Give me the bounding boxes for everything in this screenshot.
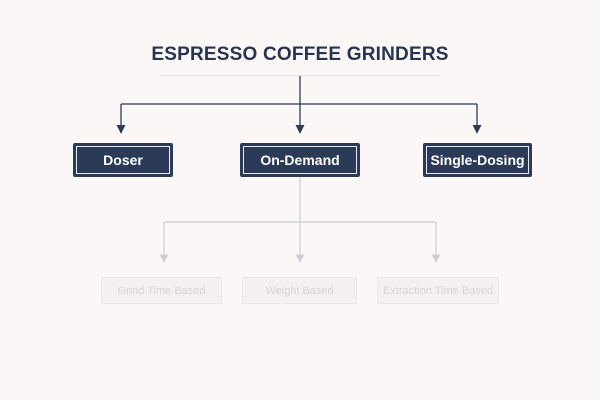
node-on-demand: On-Demand [240, 143, 360, 177]
top-connectors [116, 76, 482, 134]
diagram-title: ESPRESSO COFFEE GRINDERS [151, 44, 449, 65]
subnode-grind-time-label: Grind Time Based [117, 284, 206, 297]
subnode-extraction-time-based: Extraction Time Based [377, 277, 499, 304]
node-single-dosing: Single-Dosing [423, 143, 532, 177]
subnode-weight-based: Weight Based [242, 277, 357, 304]
subnode-extraction-time-label: Extraction Time Based [382, 284, 494, 297]
node-doser-label: Doser [103, 152, 143, 168]
subnode-weight-label: Weight Based [265, 284, 334, 297]
node-doser: Doser [73, 143, 173, 177]
subnode-grind-time-based: Grind Time Based [101, 277, 222, 304]
title-divider [160, 75, 440, 76]
node-on-demand-label: On-Demand [260, 152, 340, 168]
node-single-dosing-label: Single-Dosing [430, 152, 525, 168]
sub-connectors [159, 177, 441, 263]
